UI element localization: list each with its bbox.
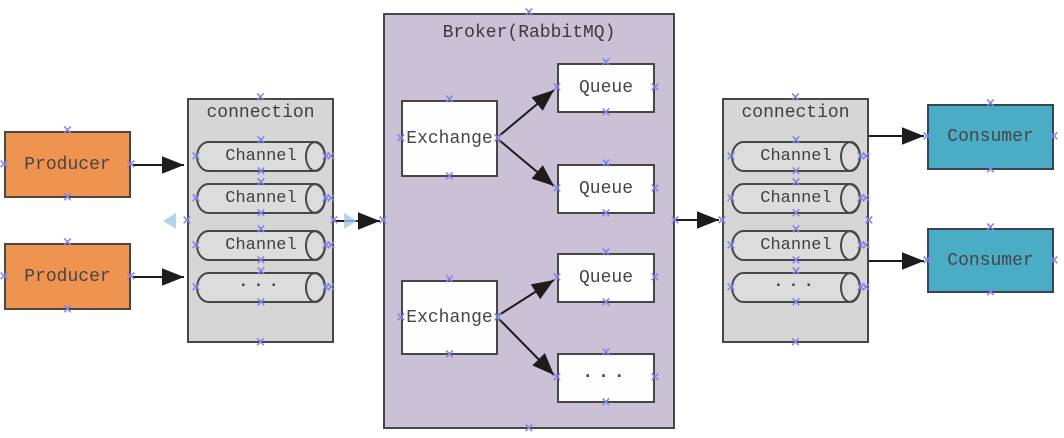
prev-arrow-icon[interactable] <box>163 213 176 229</box>
broker-title: Broker(RabbitMQ) <box>442 23 616 43</box>
channel-node[interactable]: Channel <box>731 230 861 261</box>
channel-label: Channel <box>225 189 297 208</box>
queue-ellipsis-node[interactable]: ... <box>557 353 655 403</box>
queue-ellipsis-label: ... <box>582 363 630 383</box>
channel-node[interactable]: Channel <box>731 141 861 172</box>
queue-label: Queue <box>578 78 633 98</box>
exchange-node[interactable]: Exchange <box>401 100 498 177</box>
channel-ellipsis-label: ... <box>773 273 819 292</box>
channel-label: Channel <box>760 147 832 166</box>
channel-label: Channel <box>225 236 297 255</box>
channel-label: Channel <box>760 189 832 208</box>
connection-group-left[interactable]: connection Channel Channel Channel ... <box>187 98 334 343</box>
channel-label: Channel <box>225 147 297 166</box>
connection-title: connection <box>206 103 315 123</box>
channel-ellipsis-label: ... <box>238 273 284 292</box>
consumer-node[interactable]: Consumer <box>927 104 1054 170</box>
consumer-node[interactable]: Consumer <box>927 228 1054 293</box>
queue-label: Queue <box>578 179 633 199</box>
channel-label: Channel <box>760 236 832 255</box>
channel-ellipsis-node[interactable]: ... <box>731 272 861 303</box>
queue-node[interactable]: Queue <box>557 63 655 113</box>
consumer-label: Consumer <box>947 127 1034 147</box>
broker-group[interactable]: Broker(RabbitMQ) Exchange Exchange Queue… <box>383 13 675 429</box>
queue-label: Queue <box>578 268 633 288</box>
consumer-label: Consumer <box>947 250 1034 271</box>
queue-node[interactable]: Queue <box>557 164 655 214</box>
producer-label: Producer <box>24 154 111 175</box>
next-arrow-icon[interactable] <box>344 213 357 229</box>
producer-label: Producer <box>24 266 111 287</box>
exchange-label: Exchange <box>406 128 493 149</box>
channel-ellipsis-node[interactable]: ... <box>196 272 326 303</box>
channel-node[interactable]: Channel <box>196 230 326 261</box>
connection-title: connection <box>741 103 850 123</box>
connection-group-right[interactable]: connection Channel Channel Channel ... <box>722 98 869 343</box>
producer-node[interactable]: Producer <box>4 243 131 310</box>
channel-node[interactable]: Channel <box>731 183 861 214</box>
channel-node[interactable]: Channel <box>196 183 326 214</box>
exchange-label: Exchange <box>406 307 493 328</box>
channel-node[interactable]: Channel <box>196 141 326 172</box>
queue-node[interactable]: Queue <box>557 253 655 303</box>
exchange-node[interactable]: Exchange <box>401 280 498 355</box>
producer-node[interactable]: Producer <box>4 131 131 198</box>
